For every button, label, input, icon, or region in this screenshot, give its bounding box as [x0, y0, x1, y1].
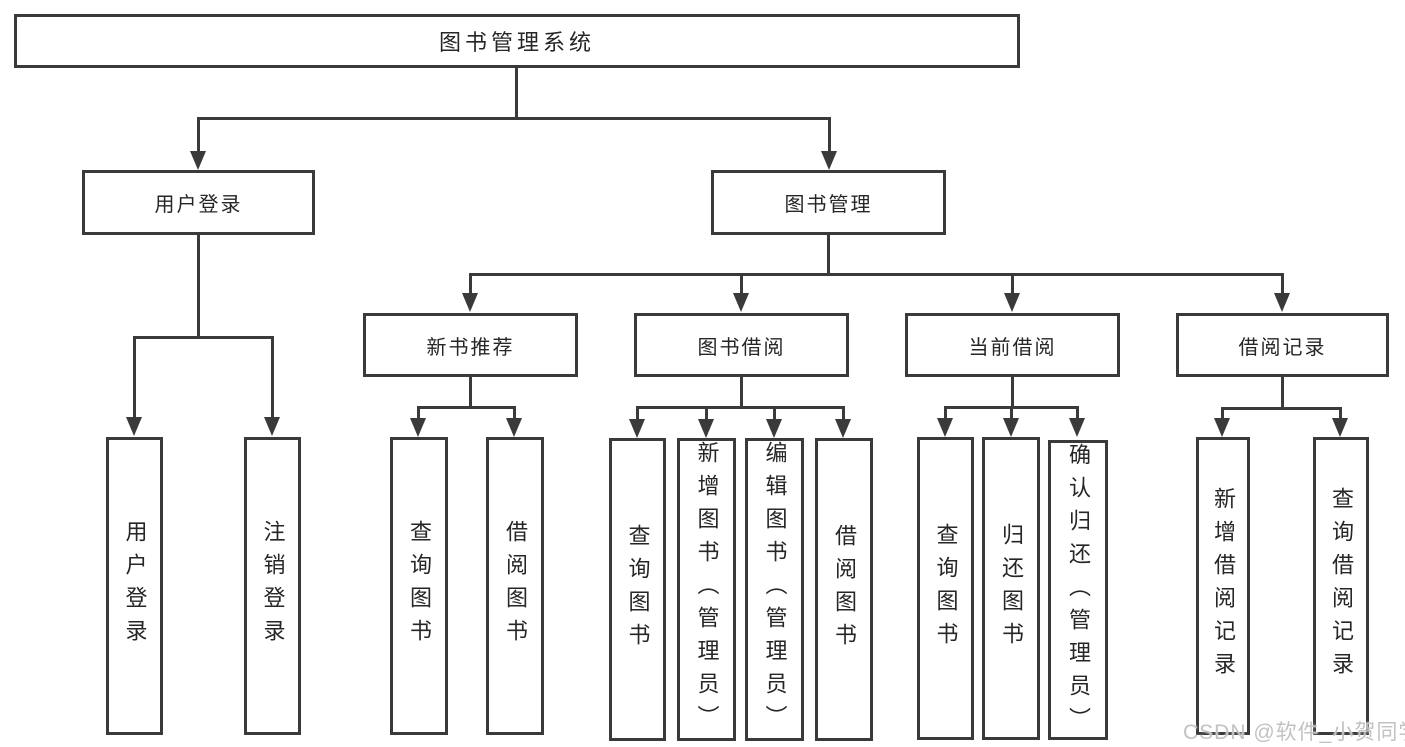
arrowhead-down-icon: [698, 419, 714, 438]
node-new-book-recommend: 新书推荐: [363, 313, 578, 377]
arrowhead-down-icon: [766, 419, 782, 438]
connector-shaft: [773, 406, 776, 420]
node-label: 图书管理: [784, 194, 873, 216]
leaf-cb-confirm-return-admin: 确认归还（管理员）: [1048, 440, 1108, 740]
connector-shaft: [1339, 407, 1342, 419]
arrowhead-down-icon: [821, 151, 837, 170]
connector-bb-bar: [637, 406, 844, 409]
node-current-borrow: 当前借阅: [905, 313, 1120, 377]
connector-shaft: [513, 406, 516, 419]
connector-book-mgmt-stem: [827, 235, 830, 273]
node-label: 用户登录: [154, 194, 243, 216]
node-root-system: 图书管理系统: [14, 14, 1020, 68]
connector-cb-stem: [1011, 377, 1014, 406]
connector-shaft: [133, 336, 136, 419]
node-label: 图书管理系统: [438, 30, 595, 55]
connector-br-stem: [1281, 377, 1284, 407]
leaf-user-login: 用户登录: [106, 437, 163, 735]
connector-root-stem: [515, 68, 518, 117]
connector-shaft: [842, 406, 845, 420]
leaf-nbr-borrow-book: 借阅图书: [486, 437, 544, 735]
node-label: 查询图书: [933, 522, 959, 655]
arrowhead-down-icon: [1004, 293, 1020, 312]
node-label: 新增图书（管理员）: [694, 441, 720, 738]
connector-shaft: [828, 117, 831, 153]
connector-shaft: [469, 273, 472, 295]
leaf-cb-return-book: 归还图书: [982, 437, 1040, 740]
arrowhead-down-icon: [937, 418, 953, 437]
arrowhead-down-icon: [190, 151, 206, 170]
leaf-nbr-query-book: 查询图书: [390, 437, 448, 735]
node-label: 查询借阅记录: [1329, 487, 1354, 685]
arrowhead-down-icon: [410, 418, 426, 437]
node-label: 确认归还（管理员）: [1066, 443, 1091, 740]
arrowhead-down-icon: [506, 418, 522, 437]
node-label: 借阅图书: [503, 520, 528, 652]
connector-shaft: [1010, 406, 1013, 419]
node-label: 新增借阅记录: [1211, 487, 1236, 685]
leaf-bb-borrow-book: 借阅图书: [815, 438, 873, 741]
node-label: 借阅图书: [832, 523, 857, 656]
connector-nbr-stem: [469, 377, 472, 406]
leaf-bb-edit-book-admin: 编辑图书（管理员）: [745, 438, 804, 741]
arrowhead-down-icon: [1332, 418, 1348, 437]
leaf-br-query-record: 查询借阅记录: [1313, 437, 1369, 735]
node-label: 用户登录: [122, 520, 148, 652]
connector-shaft: [944, 406, 947, 419]
connector-shaft: [1281, 273, 1284, 295]
node-label: 查询图书: [625, 523, 651, 656]
arrowhead-down-icon: [1069, 418, 1085, 437]
arrowhead-down-icon: [462, 293, 478, 312]
node-label: 编辑图书（管理员）: [762, 441, 788, 738]
leaf-logout: 注销登录: [244, 437, 301, 735]
connector-shaft: [417, 406, 420, 419]
leaf-bb-add-book-admin: 新增图书（管理员）: [677, 438, 736, 741]
connector-shaft: [705, 406, 708, 420]
node-label: 查询图书: [407, 520, 432, 652]
leaf-br-add-record: 新增借阅记录: [1196, 437, 1250, 735]
arrowhead-down-icon: [126, 417, 142, 436]
connector-shaft: [1011, 273, 1014, 295]
node-label: 借阅记录: [1238, 336, 1327, 359]
connector-shaft: [197, 117, 200, 153]
node-label: 归还图书: [999, 522, 1024, 655]
connector-bb-stem: [740, 377, 743, 406]
node-borrow-record: 借阅记录: [1176, 313, 1389, 377]
arrowhead-down-icon: [629, 419, 645, 438]
node-user-login: 用户登录: [82, 170, 315, 235]
node-label: 注销登录: [260, 520, 286, 652]
connector-shaft: [1076, 406, 1079, 419]
arrowhead-down-icon: [733, 293, 749, 312]
arrowhead-down-icon: [1274, 293, 1290, 312]
csdn-watermark: CSDN @软件_小贺同学: [1183, 721, 1405, 744]
connector-user-login-stem: [197, 235, 200, 336]
leaf-cb-query-book: 查询图书: [917, 437, 974, 740]
node-book-borrow: 图书借阅: [634, 313, 849, 377]
connector-book-mgmt-bar: [470, 273, 1283, 276]
node-book-management: 图书管理: [711, 170, 946, 235]
connector-shaft: [1221, 407, 1224, 419]
node-label: 当前借阅: [968, 336, 1057, 359]
arrowhead-down-icon: [1003, 418, 1019, 437]
connector-shaft: [740, 273, 743, 295]
node-label: 图书借阅: [697, 336, 786, 359]
arrowhead-down-icon: [1214, 418, 1230, 437]
arrowhead-down-icon: [835, 419, 851, 438]
leaf-bb-query-book: 查询图书: [609, 438, 666, 741]
node-label: 新书推荐: [426, 336, 515, 359]
arrowhead-down-icon: [264, 417, 280, 436]
connector-nbr-bar: [418, 406, 516, 409]
connector-root-bar: [198, 117, 830, 120]
connector-user-login-bar: [134, 336, 272, 339]
connector-shaft: [636, 406, 639, 420]
connector-br-bar: [1222, 407, 1341, 410]
connector-shaft: [271, 336, 274, 419]
